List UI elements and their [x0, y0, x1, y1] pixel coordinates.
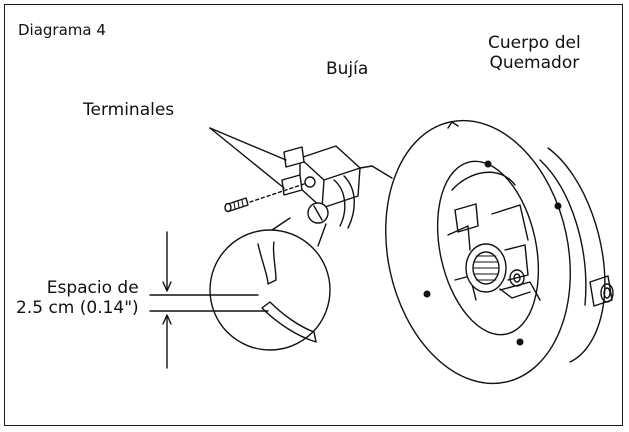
burner-cylinder-outline: [547, 147, 606, 363]
burner-cylinder-edge: [539, 159, 587, 306]
label-terminals: Terminales: [83, 100, 175, 120]
label-burner-body: Cuerpo del Quemador: [488, 33, 581, 73]
terminals-leader-lines: [209, 127, 287, 189]
flange-notch: [447, 121, 459, 129]
label-burner-body-line2: Quemador: [489, 52, 580, 73]
label-burner-body-line1: Cuerpo del: [488, 33, 581, 53]
gap-dimension: [149, 231, 269, 369]
gap-detail-magnifier: [209, 217, 331, 351]
magnifier-connector: [317, 223, 327, 247]
igniter-lead-line: [359, 165, 393, 179]
burner-inner-assembly: [447, 203, 541, 301]
flange-bolt-hole: [516, 338, 524, 346]
magnifier-circle: [209, 229, 331, 351]
burner-side-port-cap: [600, 283, 614, 303]
flange-bolt-hole: [554, 202, 562, 210]
flange-bolt-hole: [484, 160, 492, 168]
igniter-electrode: [333, 179, 346, 227]
label-spark-plug: Bujía: [326, 59, 369, 79]
igniter-terminal-lower: [281, 174, 303, 196]
label-gap-line1: Espacio de: [46, 278, 139, 298]
screw: [224, 183, 305, 213]
diagram-title: Diagrama 4: [18, 21, 106, 39]
burner-body: [539, 147, 614, 363]
detail-electrode-lower: [261, 301, 317, 343]
detail-electrode-upper: [257, 241, 277, 285]
label-gap: Espacio de 2.5 cm (0.14"): [16, 278, 139, 318]
burner-side-port: [589, 275, 613, 307]
label-gap-line2: 2.5 cm (0.14"): [16, 297, 139, 318]
flange-bolt-hole: [423, 290, 431, 298]
spark-plug-igniter: [281, 145, 393, 229]
screw-guide-dashed: [249, 183, 305, 203]
igniter-mount-hole: [304, 176, 316, 188]
igniter-terminal-upper: [283, 146, 305, 168]
flange-inner-rim: [451, 171, 516, 191]
igniter-electrode: [343, 175, 355, 229]
